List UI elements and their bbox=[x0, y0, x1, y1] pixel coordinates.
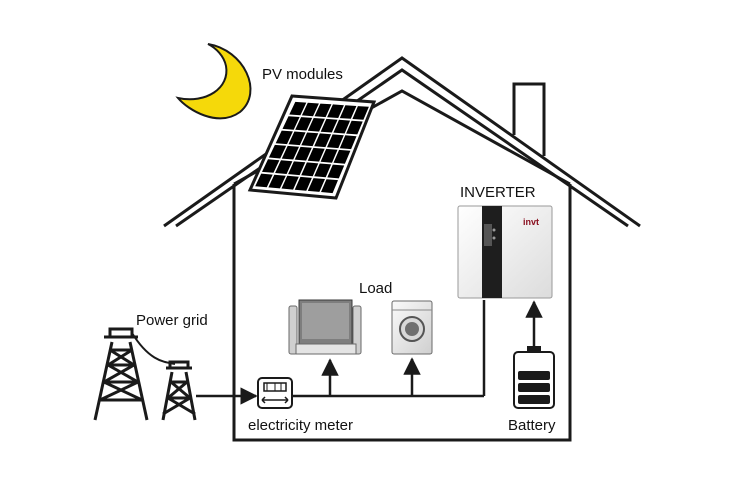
label-inverter: INVERTER bbox=[460, 184, 536, 201]
solar-cell bbox=[294, 146, 312, 161]
solar-cell bbox=[275, 160, 293, 174]
wiring bbox=[196, 300, 543, 405]
label-electricity-meter: electricity meter bbox=[248, 417, 353, 434]
solar-cell bbox=[307, 118, 325, 132]
solar-cell bbox=[281, 175, 299, 190]
solar-cell bbox=[301, 162, 319, 177]
solar-cell bbox=[255, 173, 273, 188]
solar-cell bbox=[307, 147, 325, 162]
solar-cell bbox=[346, 120, 363, 135]
battery-icon bbox=[513, 346, 555, 409]
solar-cell bbox=[333, 149, 351, 164]
label-power-grid: Power grid bbox=[136, 312, 208, 329]
solar-cell bbox=[275, 130, 293, 145]
label-pv-modules: PV modules bbox=[262, 66, 343, 83]
solar-cell bbox=[327, 164, 345, 179]
solar-cell bbox=[295, 117, 313, 131]
solar-cell bbox=[268, 174, 286, 189]
solar-cell bbox=[268, 144, 287, 159]
solar-cell bbox=[327, 104, 344, 118]
inverter-brand-logo: invt bbox=[523, 217, 539, 227]
solar-panel-icon bbox=[247, 94, 377, 200]
solar-cell bbox=[294, 176, 312, 191]
solar-cell bbox=[314, 133, 332, 148]
solar-cell bbox=[314, 163, 332, 178]
solar-cell bbox=[339, 105, 357, 119]
solar-cell bbox=[339, 135, 357, 150]
solar-cell bbox=[333, 119, 351, 134]
solar-cell bbox=[307, 178, 325, 192]
solar-cell bbox=[289, 101, 307, 116]
solar-cell bbox=[314, 103, 332, 118]
label-load: Load bbox=[359, 280, 392, 297]
solar-cell bbox=[321, 179, 338, 194]
label-battery: Battery bbox=[508, 417, 556, 434]
tv-icon bbox=[288, 299, 362, 355]
solar-cell bbox=[352, 106, 369, 120]
washing-machine-icon bbox=[391, 300, 433, 355]
solar-cell bbox=[301, 102, 319, 117]
solar-cell bbox=[320, 148, 338, 163]
solar-cell bbox=[262, 159, 280, 173]
moon-icon bbox=[175, 43, 252, 120]
solar-cell bbox=[320, 118, 338, 133]
meter-icon bbox=[257, 377, 293, 409]
power-tower-icon bbox=[161, 360, 197, 421]
inverter-icon: invt bbox=[457, 205, 553, 299]
solar-cell bbox=[288, 161, 306, 176]
solar-cell bbox=[281, 145, 299, 160]
solar-cell bbox=[282, 116, 300, 130]
solar-cell bbox=[327, 134, 344, 149]
solar-cell bbox=[288, 131, 306, 146]
solar-cell bbox=[301, 132, 319, 147]
power-tower-icon bbox=[93, 327, 149, 421]
